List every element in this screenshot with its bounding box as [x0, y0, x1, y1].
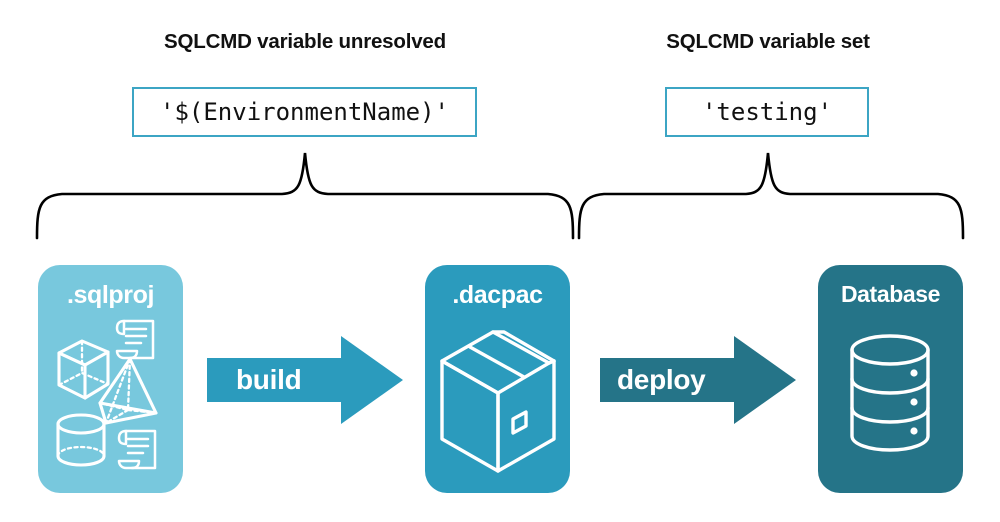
stage-card-label: .sqlproj [66, 281, 155, 309]
brace-left-icon [35, 152, 575, 240]
arrow-deploy: deploy [600, 334, 796, 426]
stage-card-label: Database [840, 281, 941, 307]
project-shapes-icon [56, 319, 158, 470]
package-box-icon [440, 330, 556, 473]
heading-sqlcmd-unresolved: SQLCMD variable unresolved [164, 30, 446, 53]
code-box-environment-variable: '$(EnvironmentName)' [132, 87, 477, 137]
brace-right-icon [577, 152, 965, 240]
heading-sqlcmd-set: SQLCMD variable set [666, 30, 870, 53]
arrow-build-label: build [236, 364, 302, 395]
stage-card-sqlproj: .sqlproj [38, 265, 183, 493]
script-scroll-icon-bottom [117, 429, 157, 470]
arrow-build: build [207, 334, 403, 426]
stage-card-label: .dacpac [452, 281, 543, 309]
arrow-build-shape [207, 336, 403, 424]
stage-card-database: Database [818, 265, 963, 493]
code-box-testing-value: 'testing' [665, 87, 869, 137]
stage-card-dacpac: .dacpac [425, 265, 570, 493]
script-scroll-icon-top [115, 319, 155, 360]
arrow-deploy-shape [600, 336, 796, 424]
database-cylinder-icon [850, 334, 930, 452]
arrow-deploy-label: deploy [617, 364, 706, 395]
